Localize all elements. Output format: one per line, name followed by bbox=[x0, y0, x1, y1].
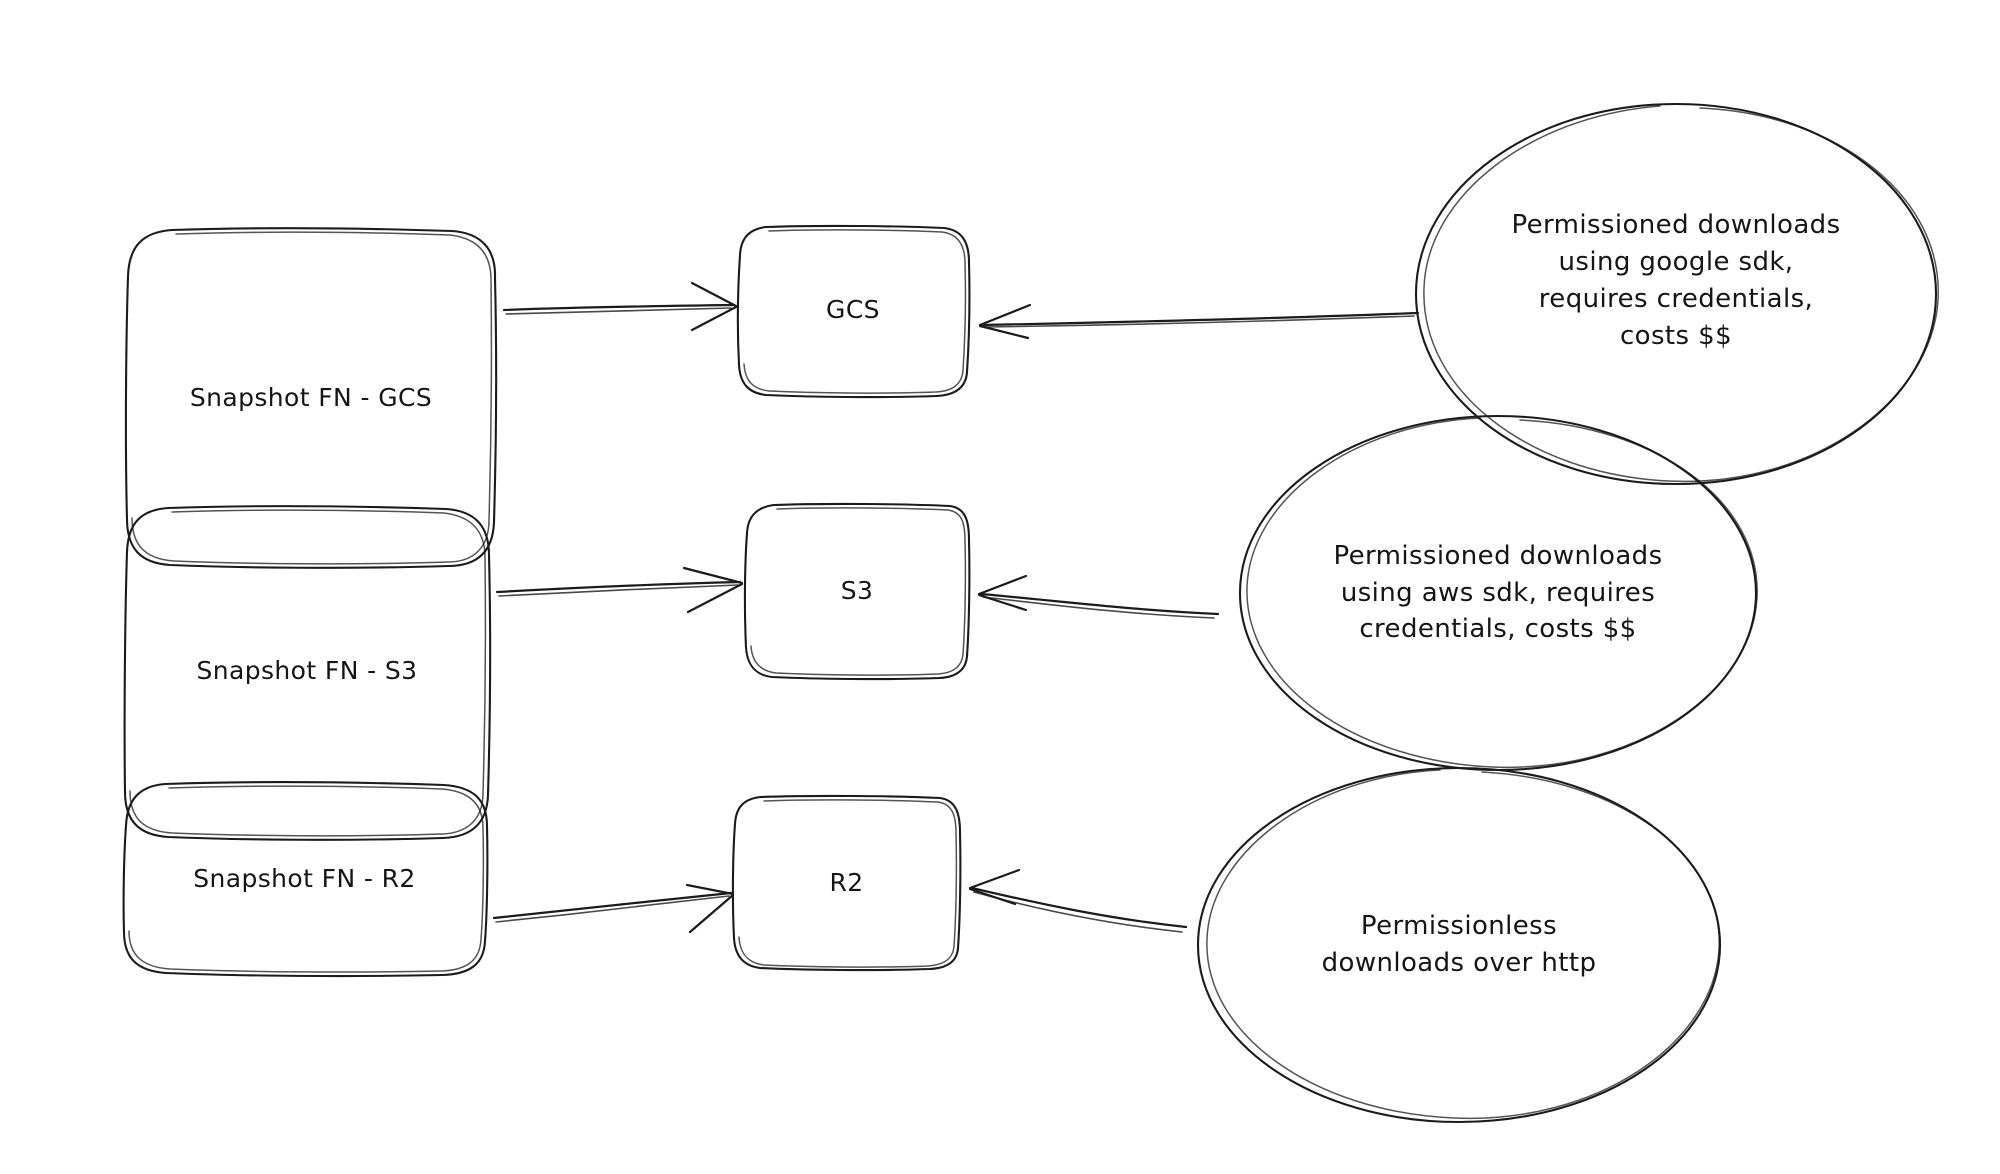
note-shape-note-r2[interactable] bbox=[1196, 766, 1722, 1124]
node-shape-snapshot-fn-s3[interactable] bbox=[123, 505, 492, 841]
note-shape-note-gcs[interactable] bbox=[1414, 102, 1939, 486]
edge-arrow-note-to-s3 bbox=[977, 574, 1220, 619]
node-shape-snapshot-fn-gcs[interactable] bbox=[124, 227, 498, 569]
edge-arrow-fn-s3-to-s3 bbox=[495, 566, 744, 614]
note-shape-note-s3[interactable] bbox=[1238, 414, 1758, 772]
node-shape-s3[interactable] bbox=[743, 502, 971, 681]
edge-arrow-note-to-gcs bbox=[978, 303, 1420, 340]
edge-arrow-note-to-r2 bbox=[968, 868, 1188, 933]
edge-arrow-fn-gcs-to-gcs bbox=[502, 281, 738, 332]
edge-arrow-fn-r2-to-r2 bbox=[492, 883, 735, 934]
node-shape-r2[interactable] bbox=[731, 794, 962, 972]
node-shape-gcs[interactable] bbox=[736, 224, 971, 399]
node-shape-snapshot-fn-r2[interactable] bbox=[122, 781, 489, 978]
